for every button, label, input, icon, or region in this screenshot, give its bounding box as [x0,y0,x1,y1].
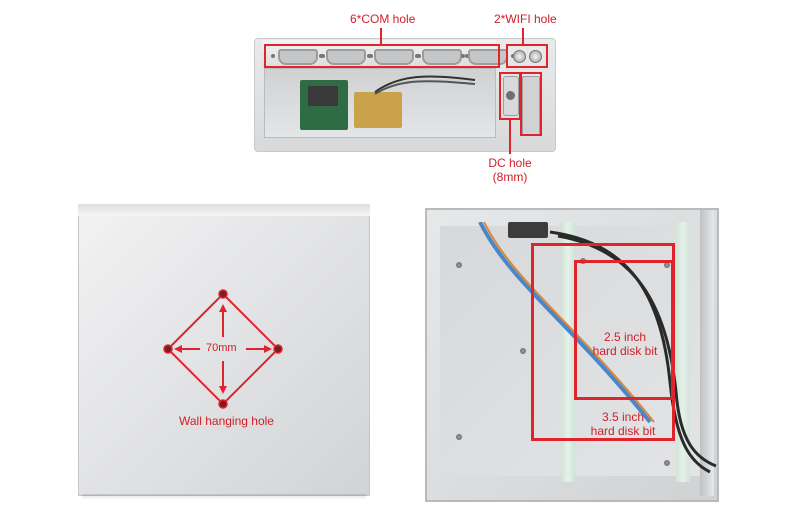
chassis-connector [508,222,548,238]
hdd-25-label-line1: 2.5 inch [603,330,647,344]
hdd-35-label-line2: hard disk bit [590,424,656,438]
com-hole-leader-line [380,28,382,44]
mount-hole-icon [218,289,228,299]
screw-icon [520,348,526,354]
interior-connector [308,86,338,106]
top-cover-shadow [82,494,366,500]
wifi-hole-label: 2*WIFI hole [494,12,557,26]
screw-icon [664,262,670,268]
mount-arrow-up-head [219,304,227,312]
dc-hole-label-line1: DC hole [488,156,532,170]
hdd-25-label-line2: hard disk bit [592,344,658,358]
dc-hole-leader-line [509,120,511,154]
com-hole-label: 6*COM hole [350,12,416,26]
chassis-side-wall [700,210,714,496]
side-port-highlight [520,72,542,136]
com-port-connector [367,49,421,65]
wifi-hole-leader-line [522,28,524,44]
wifi-hole-icon [529,50,542,63]
mount-arrow-down-head [219,386,227,394]
com-port-connector [319,49,373,65]
dc-hole-label-line2: (8mm) [492,170,528,184]
interior-circuit-board [354,92,402,128]
hdd-25-highlight [574,260,674,400]
mount-hole-icon [218,399,228,409]
mount-hole-icon [273,344,283,354]
wifi-antenna-holes [510,48,544,64]
com-hole-highlight [264,44,500,68]
mount-arrow-right-head [264,345,272,353]
mount-hole-icon [163,344,173,354]
dc-hole-highlight [499,72,521,120]
mount-distance-label: 70mm [206,342,237,354]
wall-hanging-hole-label: Wall hanging hole [179,414,274,428]
hdd-35-label-line1: 3.5 inch [601,410,645,424]
top-cover-photo [78,204,370,496]
top-cover-edge [78,204,370,216]
screw-icon [664,460,670,466]
screw-icon [456,434,462,440]
wifi-hole-icon [513,50,526,63]
hdd-25-label: 2.5 inch hard disk bit [586,330,664,358]
wall-mount-diagram [163,289,283,409]
interior-wires [374,75,476,95]
screw-icon [456,262,462,268]
dc-power-jack [503,76,519,116]
hdd-35-label: 3.5 inch hard disk bit [580,410,666,438]
chassis-cables [478,222,717,474]
wifi-hole-highlight [506,44,548,68]
dc-hole-label: DC hole (8mm) [478,156,542,184]
com-port-connector [271,49,325,65]
mount-arrow-left-head [174,345,182,353]
hdd-mount-rail-left [561,222,575,482]
